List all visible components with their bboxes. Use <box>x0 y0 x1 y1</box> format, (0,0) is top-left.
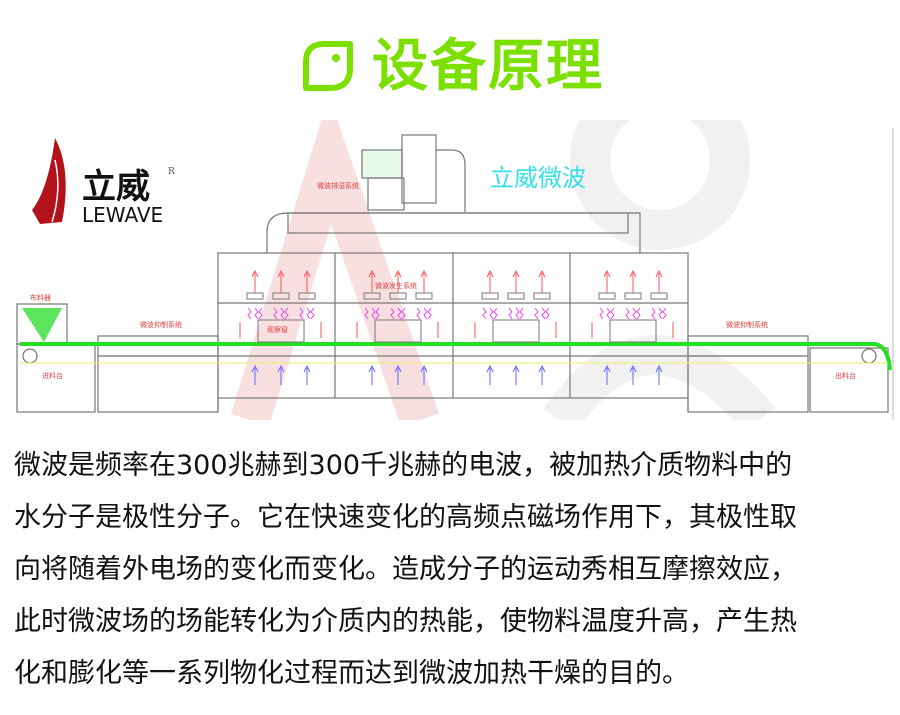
paragraph-line: 水分子是极性分子。它在快速变化的高频点磁场作用下，其极性取 <box>14 502 797 533</box>
cool-air-arrow <box>277 364 285 385</box>
watermark <box>230 120 776 420</box>
equipment-diagram: 立威 LEWAVE R 立威微波 <box>16 120 894 420</box>
section-title: 设备原理 <box>0 30 900 110</box>
heat-arrows <box>239 269 674 385</box>
hot-air-arrow <box>251 269 259 293</box>
label-generator: 微波发生系统 <box>375 281 417 290</box>
microwave-wave-icon <box>482 307 498 320</box>
hot-air-arrow <box>591 322 674 338</box>
cool-air-arrow <box>394 364 402 385</box>
microwave-wave-icon <box>508 307 524 320</box>
hot-air-arrow <box>303 269 311 293</box>
magnetron <box>272 292 290 300</box>
magnetron <box>246 292 264 300</box>
paragraph-line: 向将随着外电场的变化而变化。造成分子的运动秀相互摩擦效应， <box>14 554 797 585</box>
label-window: 观察窗 <box>267 325 288 334</box>
hot-air-arrow <box>486 269 494 293</box>
hot-air-arrow <box>538 269 546 293</box>
label-suppression-left: 微波抑制系统 <box>140 320 182 329</box>
label-dehumidify: 微波排湿系统 <box>317 181 359 190</box>
hot-air-arrow <box>368 269 376 293</box>
cool-air-arrow <box>368 364 376 385</box>
cool-air-arrow <box>512 364 520 385</box>
cool-air-arrow <box>629 364 637 385</box>
magnetron <box>298 292 316 300</box>
microwave-wave-icon <box>364 307 380 320</box>
microwave-wave-icon <box>599 307 615 320</box>
registered-mark: R <box>168 167 175 177</box>
logo: 立威 LEWAVE R <box>32 138 175 227</box>
cool-air-arrow <box>303 364 311 385</box>
cool-air-arrow <box>420 364 428 385</box>
microwave-wave-icon <box>625 307 641 320</box>
magnetron <box>481 292 499 300</box>
paragraph-line: 化和膨化等一系列物化过程而达到微波加热干燥的目的。 <box>14 658 689 689</box>
magnetron <box>533 292 551 300</box>
logo-en-text: LEWAVE <box>82 203 163 227</box>
label-outfeed-table: 出料台 <box>835 371 856 380</box>
microwave-wave-icon <box>247 307 263 320</box>
magnetron <box>389 292 407 300</box>
microwave-wave-icon <box>273 307 289 320</box>
hot-air-arrow <box>512 269 520 293</box>
hot-air-arrow <box>239 322 322 338</box>
cool-air-arrow <box>486 364 494 385</box>
magnetron <box>363 292 381 300</box>
microwave-wave-icon <box>390 307 406 320</box>
microwave-wave-icon <box>651 307 667 320</box>
magnetron <box>507 292 525 300</box>
magnetron <box>624 292 642 300</box>
title-text: 设备原理 <box>372 34 604 99</box>
hot-air-arrow <box>420 269 428 293</box>
magnetron <box>598 292 616 300</box>
hot-air-arrow <box>356 322 439 338</box>
label-suppression-right: 微波抑制系统 <box>726 320 768 329</box>
hot-air-arrow <box>394 269 402 293</box>
brand-label: 立威微波 <box>490 164 586 192</box>
microwave-wave-icon <box>299 307 315 320</box>
hot-air-arrow <box>277 269 285 293</box>
leaf-icon <box>303 41 353 91</box>
hot-air-arrow <box>603 269 611 293</box>
hot-air-arrow <box>629 269 637 293</box>
label-infeed-table: 进料台 <box>42 371 63 380</box>
hot-air-arrow <box>655 269 663 293</box>
hot-air-arrow <box>474 322 557 338</box>
magnetron <box>650 292 668 300</box>
cool-air-arrow <box>538 364 546 385</box>
observation-window <box>492 319 540 343</box>
paragraph-line: 微波是频率在300兆赫到300千兆赫的电波，被加热介质物料中的 <box>14 450 793 481</box>
cool-air-arrow <box>655 364 663 385</box>
diagram-labels: 布料器 微波抑制系统 微波抑制系统 进料台 出料台 微波排湿系统 微波发生系统 … <box>30 181 856 380</box>
cool-air-arrow <box>251 364 259 385</box>
observation-window <box>609 319 657 343</box>
paragraph-line: 此时微波场的场能转化为介质内的热能，使物料温度升高，产生热 <box>14 606 797 637</box>
observation-window <box>257 319 305 343</box>
label-feeder: 布料器 <box>30 293 51 302</box>
cool-air-arrow <box>603 364 611 385</box>
microwave-wave-icon <box>534 307 550 320</box>
logo-cn-text: 立威 <box>82 167 150 207</box>
observation-window <box>374 319 422 343</box>
description-paragraph: 微波是频率在300兆赫到300千兆赫的电波，被加热介质物料中的 水分子是极性分子… <box>14 440 894 700</box>
magnetron <box>415 292 433 300</box>
microwave-wave-icon <box>416 307 432 320</box>
